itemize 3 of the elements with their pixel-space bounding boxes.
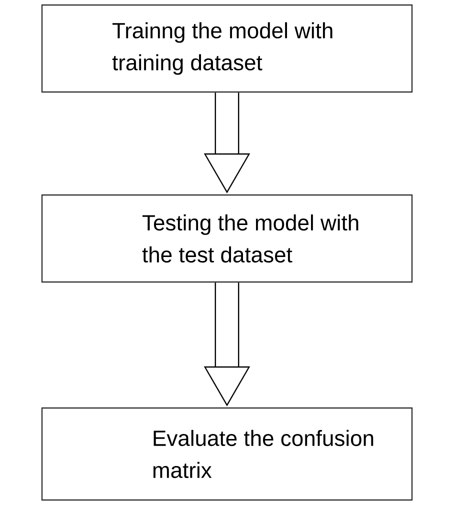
process-box: Testing the model with the test dataset <box>41 194 413 283</box>
process-box: Evaluate the confusion matrix <box>41 407 413 501</box>
process-box: Trainng the model with training dataset <box>41 4 413 93</box>
